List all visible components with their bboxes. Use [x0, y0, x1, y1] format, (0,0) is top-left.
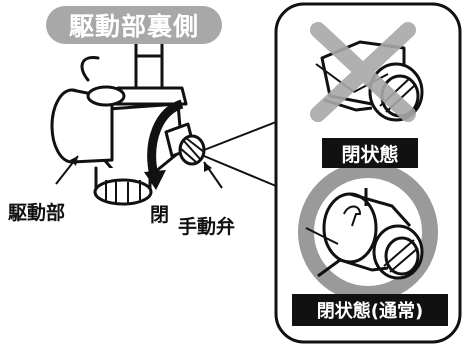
- cross-mark-icon: [310, 22, 416, 122]
- drive-unit-label: 駆動部: [8, 202, 66, 224]
- closed-normal-state-label: 閉状態(通常): [292, 294, 448, 326]
- manual-valve-pointer-icon: [204, 162, 212, 172]
- rotation-arrow-icon: [144, 99, 184, 190]
- closed-state-label: 閉状態: [322, 138, 418, 168]
- closed-normal-detail: [305, 188, 424, 280]
- drive-unit-drawing: [50, 38, 196, 206]
- page-title: 駆動部裏側: [46, 6, 222, 44]
- close-direction-label: 閉: [150, 204, 170, 226]
- drive-unit-pointer-icon: [70, 156, 78, 166]
- manual-valve-label: 手動弁: [178, 216, 236, 238]
- manual-valve-knob: [178, 134, 206, 166]
- thread-lines: [105, 180, 141, 203]
